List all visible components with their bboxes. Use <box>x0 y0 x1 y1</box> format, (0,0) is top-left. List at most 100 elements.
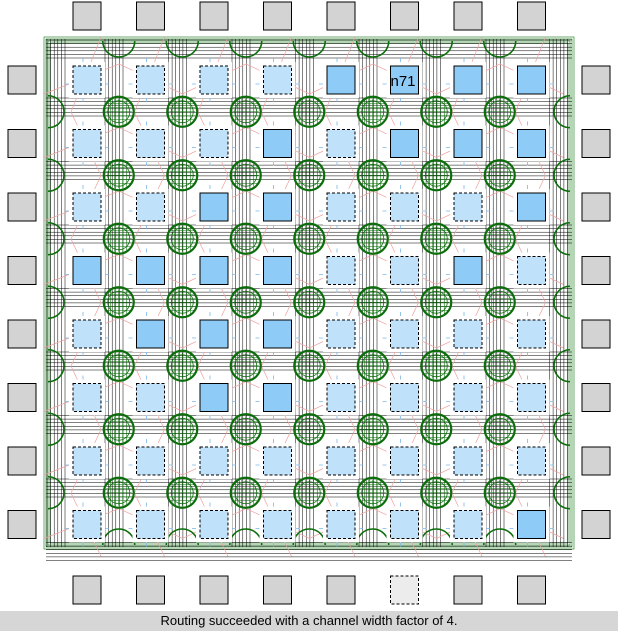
switch-box <box>293 159 326 192</box>
io-pad-layer <box>7 1 611 605</box>
clb-unused <box>136 510 165 539</box>
switch-box <box>166 476 199 509</box>
clb-unused <box>326 192 356 222</box>
io-pad <box>390 1 419 31</box>
io-pad <box>263 1 292 31</box>
switch-box <box>420 95 453 128</box>
clb-unused <box>72 129 102 158</box>
switch-box-edge <box>47 94 65 129</box>
io-pad <box>581 256 611 285</box>
switch-box <box>356 222 389 255</box>
switch-box <box>102 95 135 128</box>
switch-box <box>293 95 326 128</box>
io-pad <box>517 575 546 605</box>
io-pad <box>581 65 611 95</box>
clb-used <box>390 65 419 95</box>
clb-unused <box>136 192 165 222</box>
clb-unused <box>136 65 165 95</box>
clb-used <box>199 383 229 412</box>
io-pad <box>7 446 37 476</box>
switch-box <box>356 349 389 382</box>
clb-used <box>453 256 483 285</box>
switch-box <box>420 413 453 446</box>
clb-unused <box>263 510 292 539</box>
switch-box <box>293 349 326 382</box>
io-pad <box>7 319 37 349</box>
clb-unused <box>199 510 229 539</box>
switch-box <box>166 286 199 319</box>
switch-box-edge <box>482 40 517 58</box>
switch-box <box>229 286 262 319</box>
switch-box <box>483 286 516 319</box>
clb-unused <box>326 383 356 412</box>
clb-unused <box>517 446 546 476</box>
switch-box <box>420 159 453 192</box>
io-pad <box>199 1 229 31</box>
switch-box <box>166 413 199 446</box>
switch-box <box>356 95 389 128</box>
clb-unused <box>453 319 483 349</box>
io-pad <box>199 575 229 605</box>
clb-used <box>263 129 292 158</box>
io-pad <box>7 129 37 158</box>
clb-unused <box>263 65 292 95</box>
switch-box-edge <box>553 221 571 256</box>
clb-unused <box>390 446 419 476</box>
io-pad <box>517 1 546 31</box>
status-bar: Routing succeeded with a channel width f… <box>0 611 618 631</box>
clb-used <box>199 256 229 285</box>
clb-unused <box>72 192 102 222</box>
clb-used <box>72 256 102 285</box>
switch-box <box>293 476 326 509</box>
io-pad <box>7 192 37 222</box>
channel-frame <box>49 42 569 544</box>
switch-box-edge <box>47 412 65 447</box>
clb-layer <box>69 62 550 543</box>
clb-unused <box>72 319 102 349</box>
clb-unused <box>199 65 229 95</box>
switch-box <box>229 159 262 192</box>
switch-box <box>420 286 453 319</box>
switch-box <box>483 159 516 192</box>
clb-used <box>136 256 165 285</box>
switch-box <box>420 222 453 255</box>
io-pad <box>581 129 611 158</box>
clb-unused <box>390 319 419 349</box>
clb-unused <box>517 383 546 412</box>
io-pad <box>136 1 165 31</box>
switch-box-edge <box>553 348 571 383</box>
switch-box <box>483 413 516 446</box>
switch-box-edge <box>47 285 65 320</box>
switch-box <box>483 476 516 509</box>
switch-box <box>229 349 262 382</box>
switch-box <box>229 476 262 509</box>
switch-box <box>356 286 389 319</box>
switch-box-edge <box>228 40 263 58</box>
label-layer: n71 <box>391 73 416 90</box>
clb-unused <box>136 383 165 412</box>
switch-box <box>166 349 199 382</box>
channel-frame <box>43 36 575 550</box>
clb-unused <box>390 383 419 412</box>
io-pad <box>7 510 37 539</box>
switch-box <box>293 413 326 446</box>
io-pad <box>453 1 483 31</box>
io-pad <box>72 1 102 31</box>
clb-unused <box>326 319 356 349</box>
io-pad <box>136 575 165 605</box>
switch-box-edge <box>47 348 65 383</box>
clb-unused <box>453 446 483 476</box>
switch-box <box>102 349 135 382</box>
io-pad <box>7 256 37 285</box>
block-label-n71: n71 <box>391 73 416 90</box>
switch-box <box>102 476 135 509</box>
switch-box <box>420 349 453 382</box>
clb-unused <box>72 446 102 476</box>
clb-unused <box>517 319 546 349</box>
switch-box-edge <box>47 475 65 510</box>
io-pad-unused <box>390 575 419 605</box>
clb-unused <box>453 192 483 222</box>
clb-unused <box>326 446 356 476</box>
switch-box-edge <box>47 158 65 193</box>
io-pad <box>263 575 292 605</box>
